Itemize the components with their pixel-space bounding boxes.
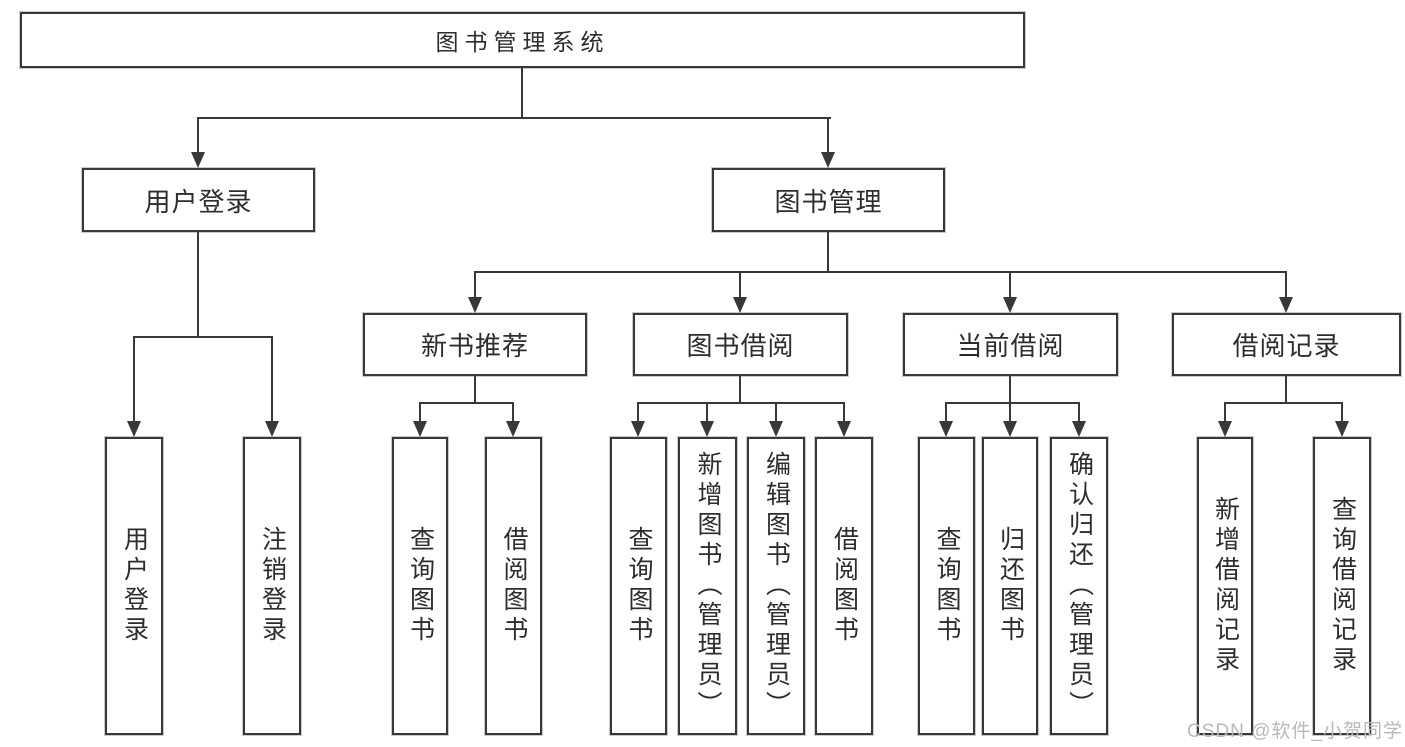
arrowhead-icon [506, 421, 520, 437]
connector-line [637, 402, 845, 404]
connector-line [1009, 402, 1011, 422]
node-library-system: 图书管理系统 [20, 12, 1025, 68]
arrowhead-icon [821, 152, 835, 168]
arrowhead-icon [1279, 297, 1293, 313]
watermark: CSDN @软件_小贺同学 [1187, 721, 1403, 742]
connector-line [474, 271, 1287, 273]
leaf-edit-books-admin: 编辑图书（管理员） [747, 437, 805, 735]
leaf-add-borrow-record: 新增借阅记录 [1197, 437, 1253, 735]
connector-line [419, 402, 421, 422]
arrowhead-icon [700, 421, 714, 437]
arrowhead-icon [127, 421, 141, 437]
connector-line [419, 402, 514, 404]
node-borrow-records: 借阅记录 [1172, 313, 1401, 376]
connector-line [197, 117, 199, 153]
leaf-borrow-books-recommend: 借阅图书 [485, 437, 542, 735]
arrowhead-icon [413, 421, 427, 437]
connector-line [945, 402, 1080, 404]
connector-line [1341, 402, 1343, 422]
leaf-label: 查询图书 [406, 526, 435, 646]
node-label: 用户登录 [144, 186, 253, 217]
arrowhead-icon [1335, 421, 1349, 437]
connector-line [945, 402, 947, 422]
connector-line [1285, 375, 1287, 404]
leaf-label: 归还图书 [996, 526, 1025, 646]
leaf-query-borrow-record: 查询借阅记录 [1313, 437, 1371, 735]
connector-line [827, 117, 829, 153]
leaf-query-books-recommend: 查询图书 [392, 437, 448, 735]
arrowhead-icon [1003, 421, 1017, 437]
connector-line [843, 402, 845, 422]
arrowhead-icon [265, 421, 279, 437]
connector-line [1285, 271, 1287, 299]
leaf-user-login: 用户登录 [105, 437, 163, 735]
leaf-return-books: 归还图书 [982, 437, 1038, 735]
connector-line [197, 231, 199, 337]
connector-line [512, 402, 514, 422]
node-book-management: 图书管理 [712, 168, 945, 232]
arrowhead-icon [191, 152, 205, 168]
connector-line [1224, 402, 1226, 422]
node-label: 图书管理系统 [435, 29, 610, 55]
leaf-label: 注销登录 [258, 526, 287, 646]
connector-line [775, 402, 777, 422]
node-new-book-recommend: 新书推荐 [363, 313, 587, 376]
connector-line [1009, 375, 1011, 404]
leaf-label: 查询图书 [933, 526, 961, 646]
leaf-label: 用户登录 [120, 526, 149, 646]
leaf-label: 确认归还（管理员） [1065, 451, 1094, 721]
node-label: 图书管理 [774, 186, 883, 217]
connector-line [637, 402, 639, 422]
connector-line [1224, 402, 1343, 404]
leaf-query-books-borrow: 查询图书 [610, 437, 667, 735]
leaf-label: 编辑图书（管理员） [762, 451, 791, 721]
node-label: 新书推荐 [420, 331, 529, 361]
leaf-query-books-current: 查询图书 [918, 437, 975, 735]
connector-line [133, 336, 273, 338]
connector-line [521, 67, 523, 118]
connector-line [739, 375, 741, 404]
node-book-borrow: 图书借阅 [633, 313, 848, 376]
connector-line [827, 231, 829, 273]
arrowhead-icon [733, 297, 747, 313]
connector-line [271, 336, 273, 422]
arrowhead-icon [468, 297, 482, 313]
leaf-confirm-return-admin: 确认归还（管理员） [1050, 437, 1108, 735]
node-user-login: 用户登录 [82, 168, 315, 232]
leaf-label: 查询图书 [625, 526, 653, 646]
leaf-add-books-admin: 新增图书（管理员） [678, 437, 737, 735]
arrowhead-icon [1072, 421, 1086, 437]
arrowhead-icon [1218, 421, 1232, 437]
connector-line [197, 117, 831, 119]
connector-line [474, 271, 476, 299]
leaf-label: 新增借阅记录 [1211, 496, 1240, 676]
node-label: 借阅记录 [1232, 331, 1341, 361]
connector-line [739, 271, 741, 299]
connector-line [1009, 271, 1011, 299]
connector-line [474, 375, 476, 404]
arrowhead-icon [939, 421, 953, 437]
leaf-label: 新增图书（管理员） [694, 451, 722, 721]
node-current-borrow: 当前借阅 [903, 313, 1118, 376]
leaf-logout: 注销登录 [243, 437, 301, 735]
node-label: 当前借阅 [956, 331, 1065, 361]
arrowhead-icon [1003, 297, 1017, 313]
connector-line [706, 402, 708, 422]
leaf-borrow-books: 借阅图书 [815, 437, 873, 735]
arrowhead-icon [631, 421, 645, 437]
leaf-label: 借阅图书 [830, 526, 859, 646]
connector-line [133, 336, 135, 422]
leaf-label: 借阅图书 [500, 526, 528, 646]
node-label: 图书借阅 [686, 331, 795, 361]
connector-line [1078, 402, 1080, 422]
arrowhead-icon [837, 421, 851, 437]
leaf-label: 查询借阅记录 [1328, 496, 1357, 676]
arrowhead-icon [769, 421, 783, 437]
